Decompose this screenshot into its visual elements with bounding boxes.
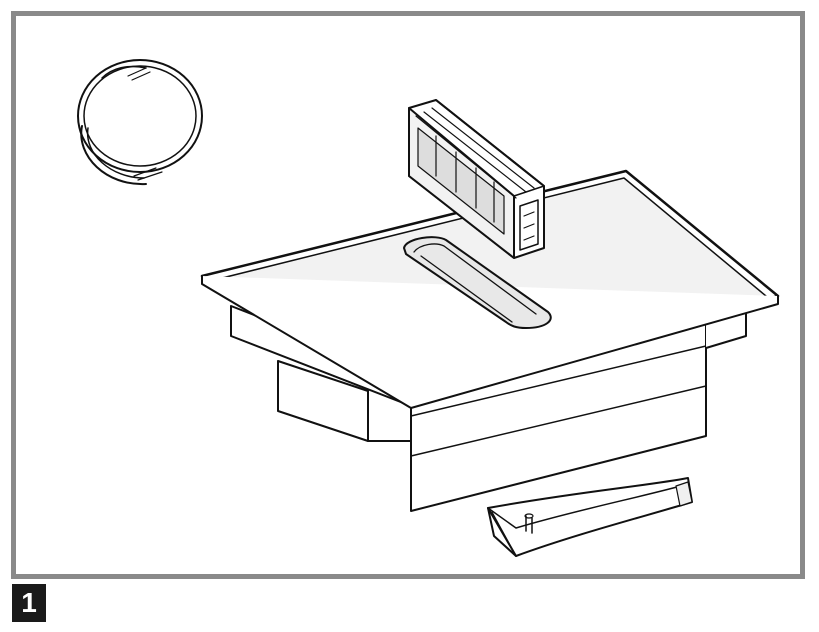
installation-illustration (77, 59, 780, 557)
figure-frame (11, 11, 805, 579)
cable-coil-icon (77, 59, 203, 186)
drip-tray-icon (487, 477, 693, 557)
extractor-filter-module-icon (408, 99, 545, 259)
induction-hob-icon (200, 169, 780, 512)
step-number-badge: 1 (12, 584, 46, 622)
